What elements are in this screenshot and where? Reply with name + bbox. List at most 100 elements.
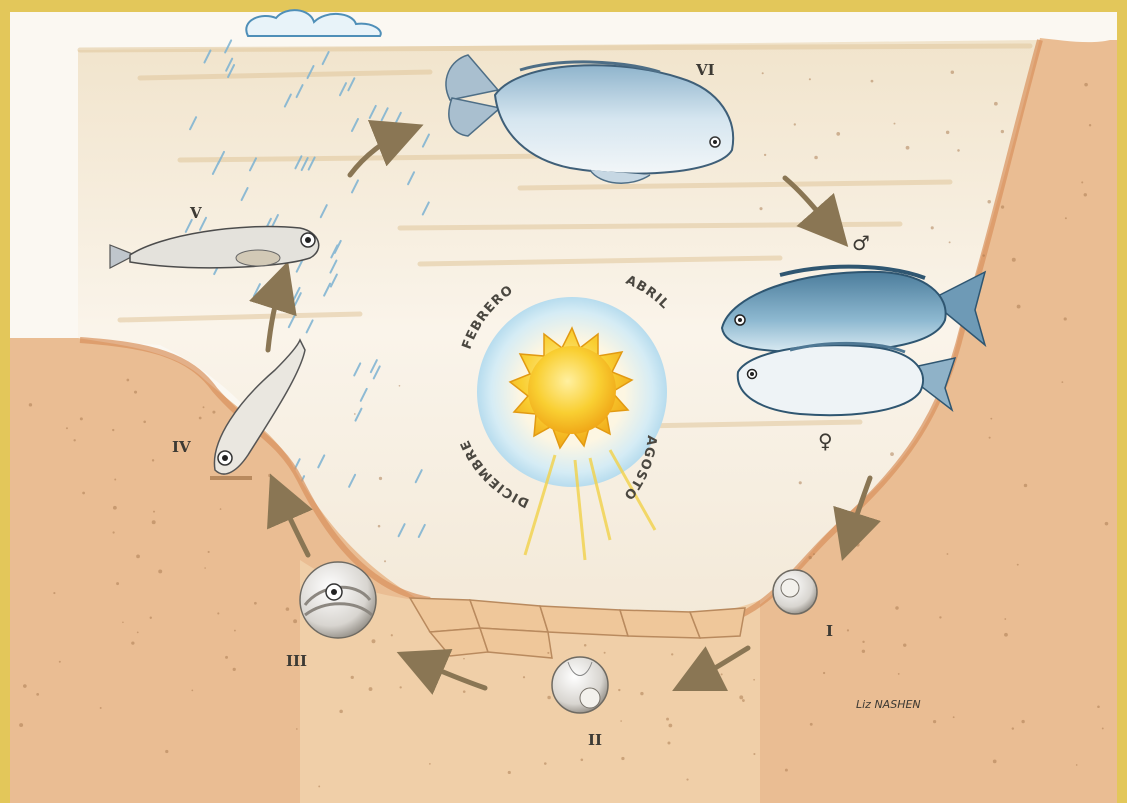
- mud-speck: [947, 553, 949, 555]
- mud-speck: [871, 80, 874, 83]
- mud-speck: [933, 720, 936, 723]
- mud-speck: [112, 429, 114, 431]
- mud-speck: [143, 421, 146, 424]
- mud-speck: [1004, 633, 1008, 637]
- mud-speck: [1012, 727, 1014, 729]
- mud-speck: [987, 200, 990, 203]
- mud-speck: [994, 102, 998, 106]
- mud-speck: [153, 511, 155, 513]
- mud-speck: [191, 690, 193, 692]
- mud-speck: [523, 676, 525, 678]
- mud-speck: [667, 741, 670, 744]
- mud-speck: [895, 606, 898, 609]
- mud-speck: [903, 643, 906, 646]
- mud-speck: [399, 686, 401, 688]
- mud-speck: [1001, 130, 1004, 133]
- mud-speck: [59, 661, 61, 663]
- mud-speck: [116, 582, 119, 585]
- mud-speck: [23, 684, 27, 688]
- mud-speck: [286, 607, 290, 611]
- mud-speck: [234, 630, 236, 632]
- mud-speck: [951, 70, 954, 73]
- mud-speck: [759, 207, 762, 210]
- mud-speck: [369, 687, 373, 691]
- mud-speck: [220, 508, 222, 510]
- mud-speck: [1081, 181, 1083, 183]
- mud-speck: [753, 679, 755, 681]
- mud-speck: [621, 757, 624, 760]
- mud-speck: [400, 653, 403, 656]
- mud-speck: [19, 723, 23, 727]
- mud-speck: [604, 652, 606, 654]
- mud-speck: [268, 474, 271, 477]
- mud-speck: [836, 132, 840, 136]
- mud-speck: [199, 417, 202, 420]
- mud-speck: [399, 385, 401, 387]
- label-stage-iii: III: [286, 652, 307, 670]
- mud-speck: [29, 403, 32, 406]
- mud-speck: [906, 146, 910, 150]
- mud-speck: [1102, 728, 1104, 730]
- mud-speck: [293, 619, 297, 623]
- mud-speck: [764, 154, 766, 156]
- mud-speck: [809, 556, 812, 559]
- mud-speck: [36, 693, 39, 696]
- mud-speck: [150, 617, 152, 619]
- mud-speck: [379, 477, 382, 480]
- mud-speck: [339, 710, 343, 714]
- mud-speck: [384, 560, 386, 562]
- mud-speck: [225, 656, 228, 659]
- egg-stage-iii: [300, 562, 376, 638]
- mud-speck: [80, 417, 83, 420]
- mud-speck: [351, 676, 354, 679]
- mud-speck: [1084, 193, 1087, 196]
- mud-speck: [1076, 764, 1078, 766]
- mud-speck: [165, 750, 168, 753]
- mud-speck: [547, 652, 549, 654]
- mud-speck: [810, 723, 813, 726]
- mud-speck: [794, 123, 796, 125]
- egg-stage-i: [773, 570, 817, 614]
- mud-speck: [391, 634, 393, 636]
- mud-speck: [378, 525, 381, 528]
- mud-speck: [739, 695, 743, 699]
- mud-speck: [122, 622, 124, 624]
- mud-speck: [814, 156, 818, 160]
- mud-speck: [114, 478, 116, 480]
- mud-speck: [762, 72, 764, 74]
- mud-speck: [931, 226, 934, 229]
- mud-speck: [993, 760, 997, 764]
- mud-speck: [547, 696, 550, 699]
- mud-speck: [982, 254, 984, 256]
- mud-speck: [898, 673, 900, 675]
- mud-speck: [957, 149, 960, 152]
- mud-speck: [1021, 720, 1024, 723]
- mud-speck: [1024, 484, 1027, 487]
- label-stage-ii: II: [588, 731, 602, 749]
- mud-speck: [1061, 381, 1063, 383]
- artist-signature: Liz NASHEN: [856, 698, 921, 711]
- mud-speck: [113, 506, 117, 510]
- mud-speck: [152, 520, 156, 524]
- mud-speck: [742, 699, 745, 702]
- mud-speck: [204, 567, 206, 569]
- mud-speck: [82, 492, 85, 495]
- mud-speck: [112, 531, 114, 533]
- mud-speck: [100, 707, 102, 709]
- female-symbol: ♀: [818, 429, 833, 453]
- mud-speck: [856, 543, 860, 547]
- mud-speck: [894, 123, 896, 125]
- mud-speck: [1089, 124, 1091, 126]
- mud-speck: [618, 689, 620, 691]
- male-symbol: ♂: [852, 231, 870, 255]
- mud-speck: [152, 459, 154, 461]
- label-stage-v: V: [189, 204, 202, 222]
- mud-speck: [1004, 618, 1006, 620]
- mud-speck: [890, 452, 894, 456]
- mud-speck: [203, 406, 205, 408]
- mud-speck: [1064, 317, 1067, 320]
- mud-speck: [1017, 564, 1019, 566]
- mud-speck: [53, 592, 55, 594]
- mud-speck: [66, 427, 68, 429]
